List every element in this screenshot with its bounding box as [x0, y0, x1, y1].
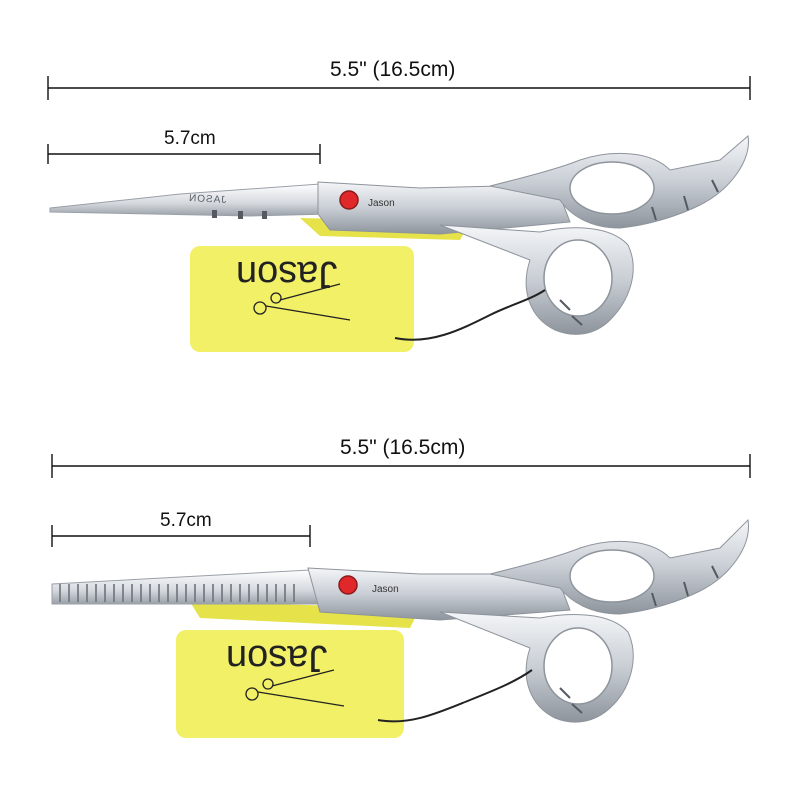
pivot-body-2	[307, 567, 571, 621]
blade-engraving-1: JASON	[187, 193, 227, 206]
thinning-blade-2	[51, 569, 319, 605]
brand-tag-2	[176, 630, 533, 738]
tag-cord-2	[377, 669, 533, 723]
overall-length-label-1: 5.5" (16.5cm)	[330, 58, 456, 81]
pivot-brand-1: Jason	[368, 198, 395, 209]
tag-brand-2: Jason	[226, 637, 328, 679]
scissors-logo-icon	[253, 283, 351, 321]
blade-length-label-1: 5.7cm	[164, 128, 216, 149]
overall-dimension-line-2	[51, 454, 751, 478]
tag-brand-1: Jason	[236, 253, 338, 295]
overall-length-label-2: 5.5" (16.5cm)	[340, 436, 466, 459]
blade-teeth-2	[59, 584, 295, 602]
upper-finger-hole-1	[569, 161, 655, 215]
pivot-gem-1	[339, 190, 359, 210]
pivot-gem-2	[338, 575, 358, 595]
tag-cord-1	[394, 289, 546, 341]
lower-finger-hole-1	[543, 239, 613, 317]
pivot-brand-2: Jason	[372, 584, 399, 595]
upper-finger-hole-2	[569, 549, 655, 603]
scissors-1	[47, 76, 751, 352]
blade-dimension-line-1	[47, 144, 321, 164]
blade-dimension-line-2	[51, 525, 311, 547]
overall-dimension-line-1	[47, 76, 751, 100]
pivot-body-1	[317, 181, 571, 235]
blade-length-label-2: 5.7cm	[160, 510, 212, 531]
scissors-2	[51, 454, 751, 738]
brand-tag-1	[190, 246, 546, 352]
scissors-logo-icon	[245, 669, 345, 707]
lower-finger-hole-2	[543, 627, 613, 705]
